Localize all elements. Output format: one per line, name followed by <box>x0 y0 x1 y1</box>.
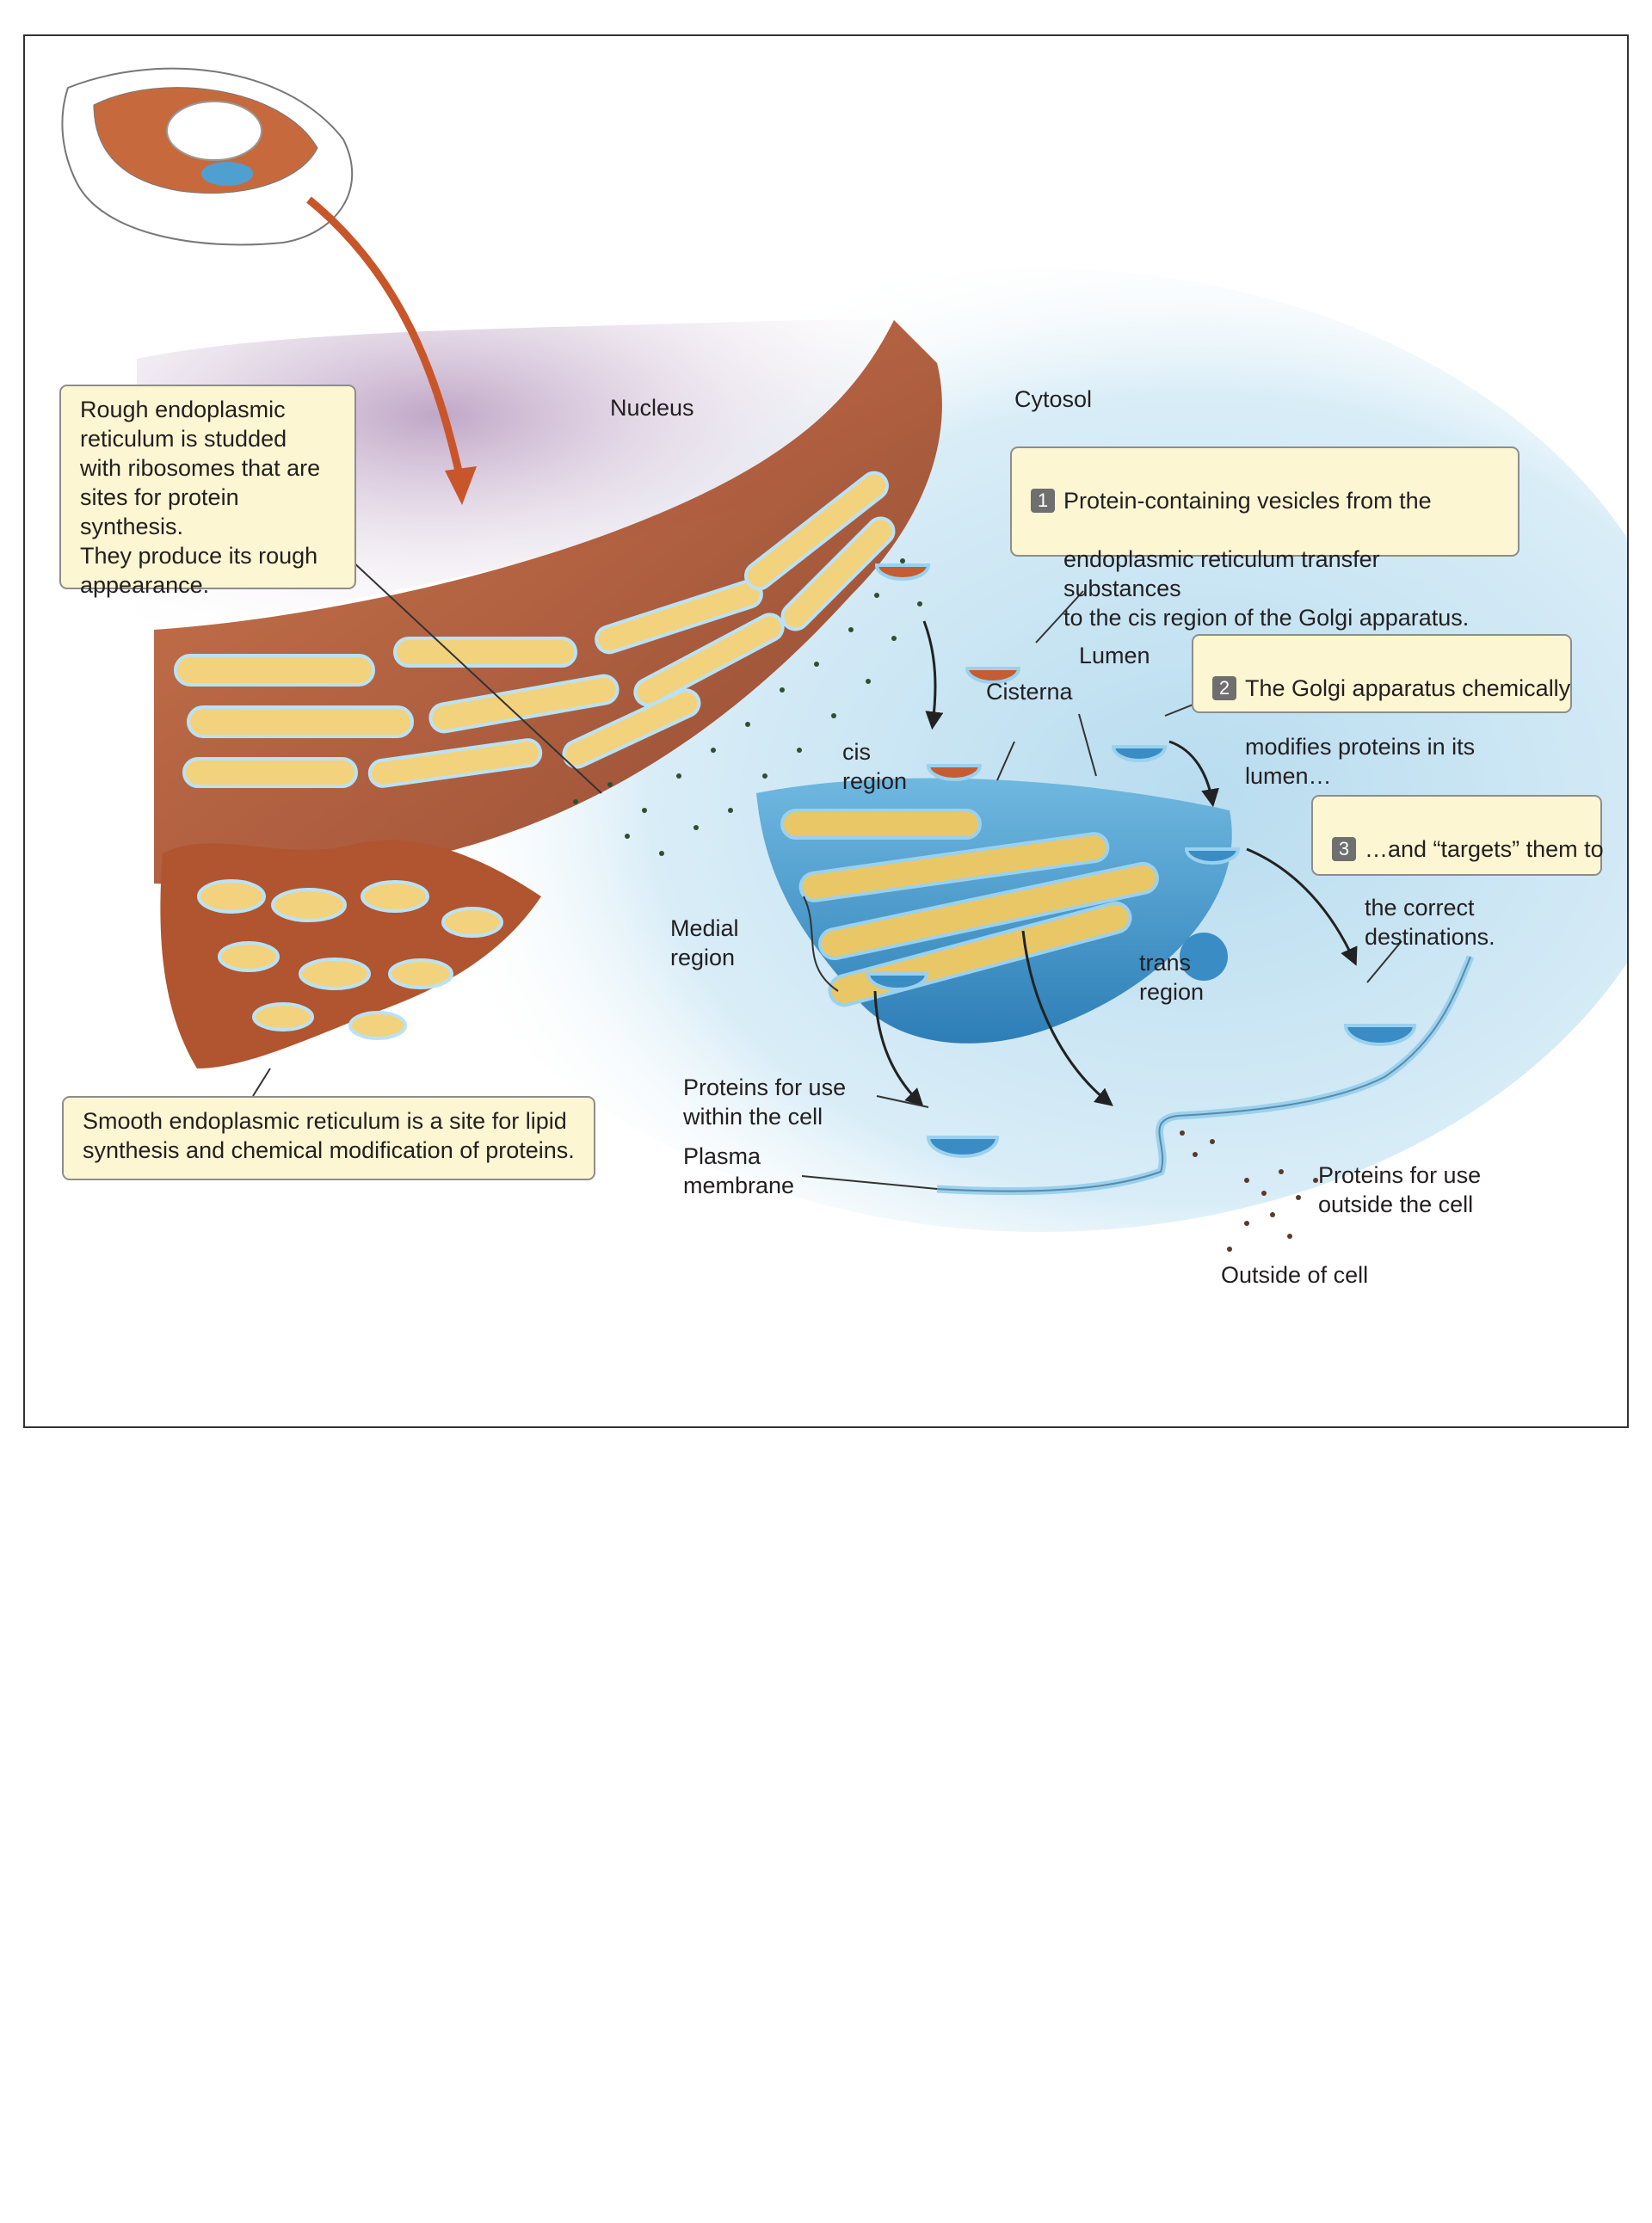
outside-of-cell-label: Outside of cell <box>1221 1260 1368 1290</box>
step3-number: 3 <box>1332 837 1356 861</box>
cytosol-label: Cytosol <box>1014 385 1092 414</box>
cell-inset <box>62 69 352 245</box>
rough-er-callout: Rough endoplasmic reticulum is studded w… <box>59 385 356 589</box>
smooth-er-callout: Smooth endoplasmic reticulum is a site f… <box>62 1096 595 1180</box>
figure-frame: Nucleus Cytosol Lumen Cisterna cis regio… <box>23 34 1629 1428</box>
step1-text-rest: endoplasmic reticulum transfer substance… <box>1031 545 1499 632</box>
proteins-outside-cell-label: Proteins for use outside the cell <box>1318 1161 1481 1219</box>
medial-region-label: Medial region <box>670 914 739 972</box>
proteins-within-cell-label: Proteins for use within the cell <box>683 1073 846 1131</box>
step2-text-rest: modifies proteins in its lumen… <box>1212 732 1551 791</box>
step1-text-line1: Protein-containing vesicles from the <box>1063 488 1432 514</box>
cisterna-label: Cisterna <box>986 677 1073 706</box>
step3-text-line1: …and “targets” them to <box>1365 836 1604 862</box>
step1-number: 1 <box>1031 489 1055 513</box>
step2-number: 2 <box>1212 676 1236 700</box>
step3-callout: 3…and “targets” them to the correct dest… <box>1311 795 1602 876</box>
plasma-membrane-label: Plasma membrane <box>683 1142 794 1200</box>
step2-text-line1: The Golgi apparatus chemically <box>1245 675 1570 701</box>
trans-region-label: trans region <box>1139 948 1204 1007</box>
nucleus-label: Nucleus <box>610 393 694 422</box>
step3-text-rest: the correct destinations. <box>1332 893 1581 951</box>
cis-region-label: cis region <box>842 737 907 796</box>
smooth-er-network <box>160 841 541 1068</box>
